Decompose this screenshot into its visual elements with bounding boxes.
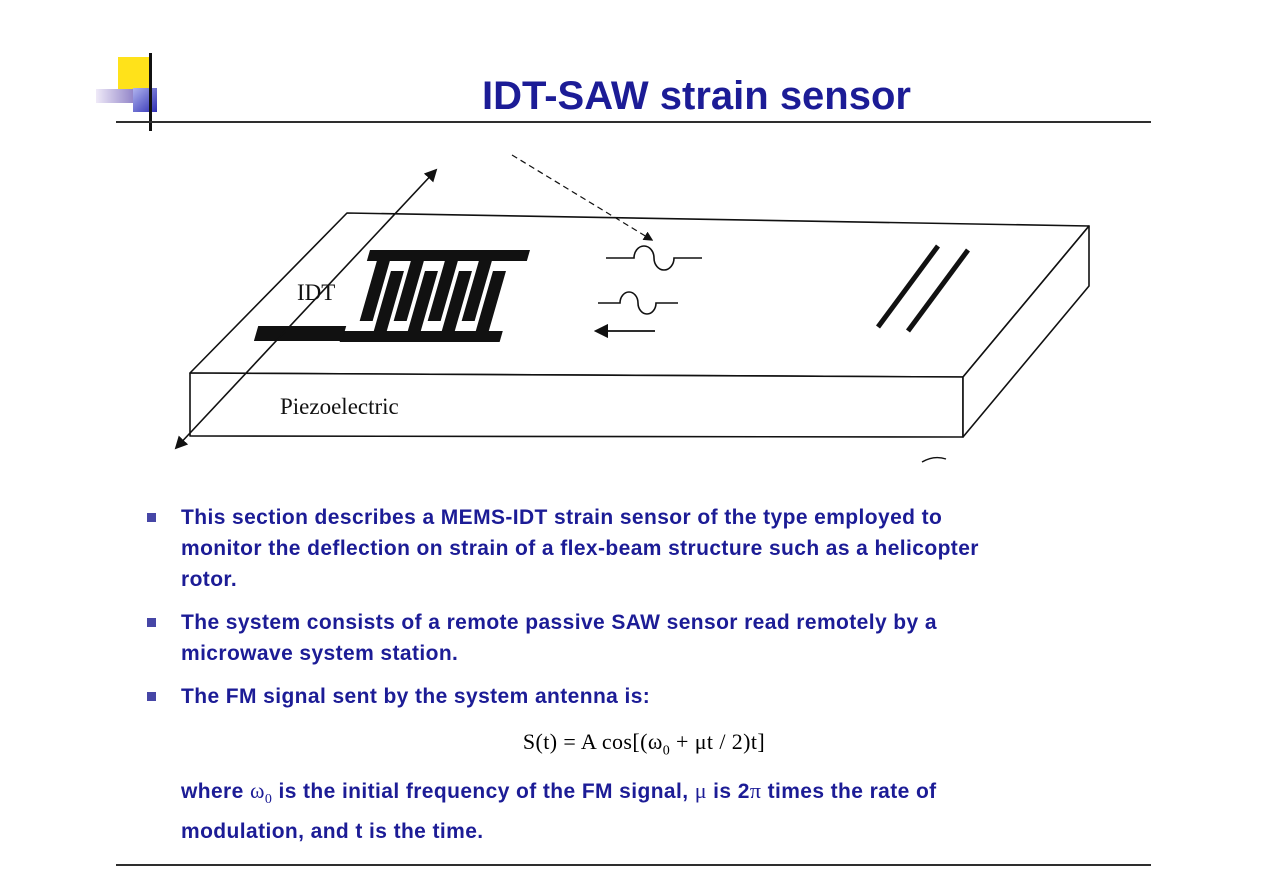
title-divider-line (116, 121, 1151, 123)
idt-finger (475, 271, 506, 331)
where-line-1: where ω0 is the initial frequency of the… (181, 775, 1233, 815)
idt-contact-pad (253, 326, 347, 341)
stray-mark (921, 456, 947, 463)
pi-symbol: π (749, 778, 762, 804)
saw-wave-1 (606, 245, 702, 271)
slide-accent-yellow-square (118, 57, 151, 90)
slide-title: IDT-SAW strain sensor (482, 74, 911, 118)
bullet-marker (147, 618, 156, 627)
bullet-text-line: rotor. (181, 568, 238, 591)
reflector-line (905, 248, 971, 333)
slide-accent-vertical-line (149, 53, 152, 131)
formula-text-segment: + (670, 729, 695, 754)
slide-body: This section describes a MEMS-IDT strain… (145, 502, 1233, 847)
where-line-2: modulation, and t is the time. (181, 819, 484, 843)
where-text-segment: is the initial frequency of the FM signa… (272, 780, 695, 804)
idt-finger (441, 271, 472, 331)
bullet-item-2: The system consists of a remote passive … (145, 607, 1233, 669)
bullet-text-line: monitor the deflection on strain of a fl… (181, 537, 979, 560)
omega-symbol: ω (249, 778, 265, 804)
slide-accent-blue-square (133, 88, 157, 112)
piezoelectric-label: Piezoelectric (280, 394, 399, 419)
saw-wave-2 (598, 291, 678, 315)
propagation-axis-arrow (174, 168, 438, 450)
reflector-lines (875, 244, 971, 333)
idt-bottom-busbar (339, 331, 503, 342)
wave-pointer-dashed-arrow (511, 154, 654, 241)
subscript-zero: 0 (662, 743, 671, 759)
where-text-segment: where (181, 780, 250, 804)
mu-symbol: μ (694, 729, 707, 754)
formula-text-segment: S(t) = A cos[( (522, 729, 648, 754)
omega-symbol: ω (647, 729, 663, 754)
substrate-right-face (962, 225, 1090, 438)
where-text-segment: is 2 (706, 780, 750, 804)
reflector-line (875, 244, 941, 329)
bullet-text-line: The system consists of a remote passive … (181, 611, 937, 634)
footer-divider-line (116, 864, 1151, 866)
mu-symbol: μ (694, 778, 707, 804)
bullet-marker (147, 692, 156, 701)
slide-accent-purple-ribbon (96, 89, 137, 103)
formula-explanation: where ω0 is the initial frequency of the… (145, 775, 1233, 846)
formula-text-segment: t / 2)t] (706, 729, 766, 754)
idt-top-busbar (366, 250, 530, 261)
idt-finger (461, 261, 492, 321)
bullet-text-line: The FM signal sent by the system antenna… (181, 685, 651, 708)
subscript-zero: 0 (264, 792, 273, 808)
fm-signal-formula: S(t) = A cos[(ω0 + μt / 2)t] (145, 724, 1233, 769)
bullet-text-line: microwave system station. (181, 642, 459, 665)
bullet-marker (147, 513, 156, 522)
where-text-segment: times the rate of (761, 780, 937, 804)
bullet-item-3: The FM signal sent by the system antenna… (145, 681, 1233, 712)
bullet-text-line: This section describes a MEMS-IDT strain… (181, 506, 943, 529)
bullet-item-1: This section describes a MEMS-IDT strain… (145, 502, 1233, 595)
idt-label: IDT (297, 280, 335, 305)
